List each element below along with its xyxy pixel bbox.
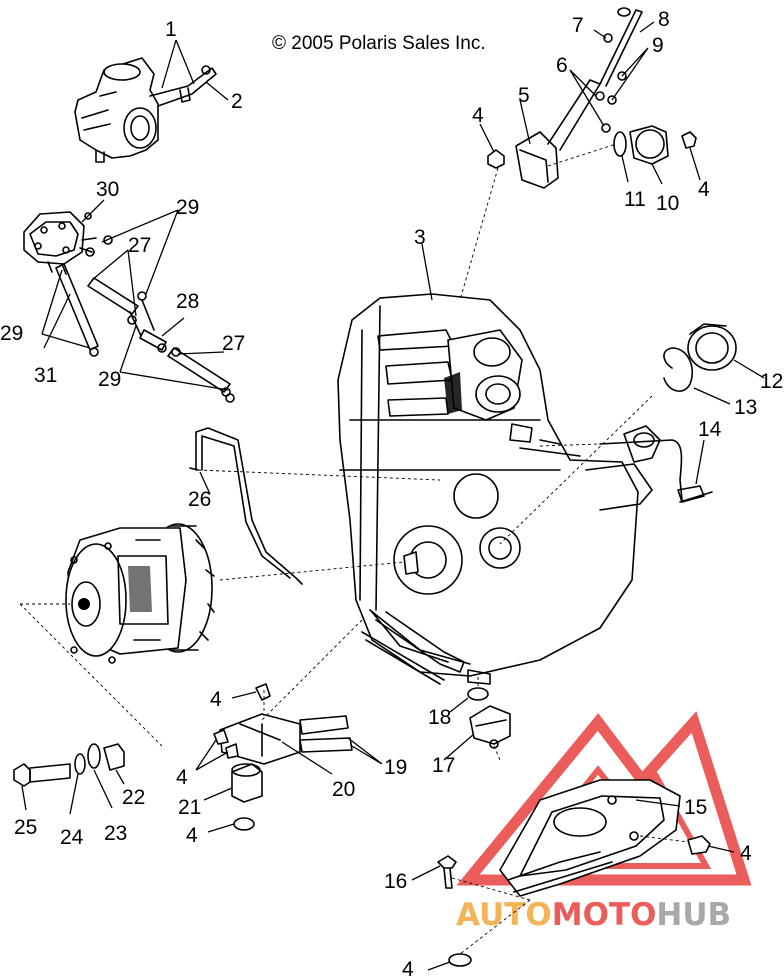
callout-29: 29	[98, 368, 121, 391]
callout-23: 23	[104, 822, 127, 845]
callout-4: 4	[176, 766, 188, 789]
callout-1: 1	[165, 18, 177, 41]
callout-25: 25	[14, 816, 37, 839]
callout-19: 19	[384, 756, 407, 779]
watermark-text-hub: HUB	[656, 897, 731, 933]
callout-9: 9	[652, 34, 664, 57]
callout-18: 18	[428, 706, 451, 729]
callout-21: 21	[178, 796, 201, 819]
fuel-hoses-drawing	[55, 212, 235, 403]
callout-17: 17	[432, 754, 455, 777]
breather-tube-drawing	[189, 427, 303, 585]
callout-leader-lines	[21, 21, 765, 971]
callout-12: 12	[760, 370, 783, 393]
callout-27: 27	[128, 234, 151, 257]
callout-numbers: 1 2 3 4 4 4 4 4 4 4 5 6 7 8 9 10 11 12 1…	[0, 8, 783, 977]
callout-4: 4	[698, 178, 710, 201]
callout-2: 2	[231, 90, 243, 113]
callout-22: 22	[122, 786, 145, 809]
callout-31: 31	[34, 364, 57, 387]
callout-29: 29	[176, 196, 199, 219]
callout-16: 16	[384, 870, 407, 893]
callout-8: 8	[658, 8, 670, 31]
copyright-text: © 2005 Polaris Sales Inc.	[272, 33, 486, 54]
callout-15: 15	[684, 796, 707, 819]
callout-27: 27	[222, 332, 245, 355]
heat-shield-drawing	[437, 779, 711, 967]
callout-11: 11	[624, 188, 646, 211]
callout-4: 4	[186, 824, 198, 847]
callout-29: 29	[0, 322, 23, 345]
callout-4: 4	[740, 842, 752, 865]
callout-20: 20	[332, 778, 355, 801]
callout-6: 6	[556, 54, 568, 77]
watermark-mountain-shape	[456, 711, 752, 886]
assembly-guide-lines	[19, 143, 689, 955]
vent-hose-drawing	[599, 439, 713, 503]
callout-4: 4	[210, 688, 222, 711]
mount-bracket-top-drawing	[487, 7, 697, 189]
callout-28: 28	[176, 290, 199, 313]
callout-7: 7	[572, 14, 584, 37]
callout-4: 4	[472, 104, 484, 127]
watermark-text-auto: AUTO	[456, 897, 552, 933]
rear-mount-drawing	[467, 687, 511, 749]
callout-26: 26	[188, 488, 211, 511]
watermark-text-moto: MOTO	[552, 897, 657, 933]
front-mount-drawing	[213, 683, 353, 831]
callout-14: 14	[698, 418, 722, 441]
callout-5: 5	[518, 84, 530, 107]
intake-boot-drawing	[663, 323, 737, 392]
fuel-pump-drawing	[23, 211, 97, 275]
svg-text:AUTOMOTOHUB: AUTOMOTOHUB	[456, 897, 731, 933]
bolt-washer-set-drawing	[13, 743, 125, 787]
engine-block-drawing	[337, 293, 661, 685]
callout-13: 13	[734, 396, 757, 419]
callout-4: 4	[402, 958, 414, 977]
callout-24: 24	[60, 826, 84, 849]
callout-10: 10	[656, 192, 679, 215]
carburetor-drawing	[74, 57, 217, 163]
callout-3: 3	[414, 226, 426, 249]
drive-clutch-drawing	[65, 523, 215, 664]
callout-30: 30	[96, 178, 119, 201]
